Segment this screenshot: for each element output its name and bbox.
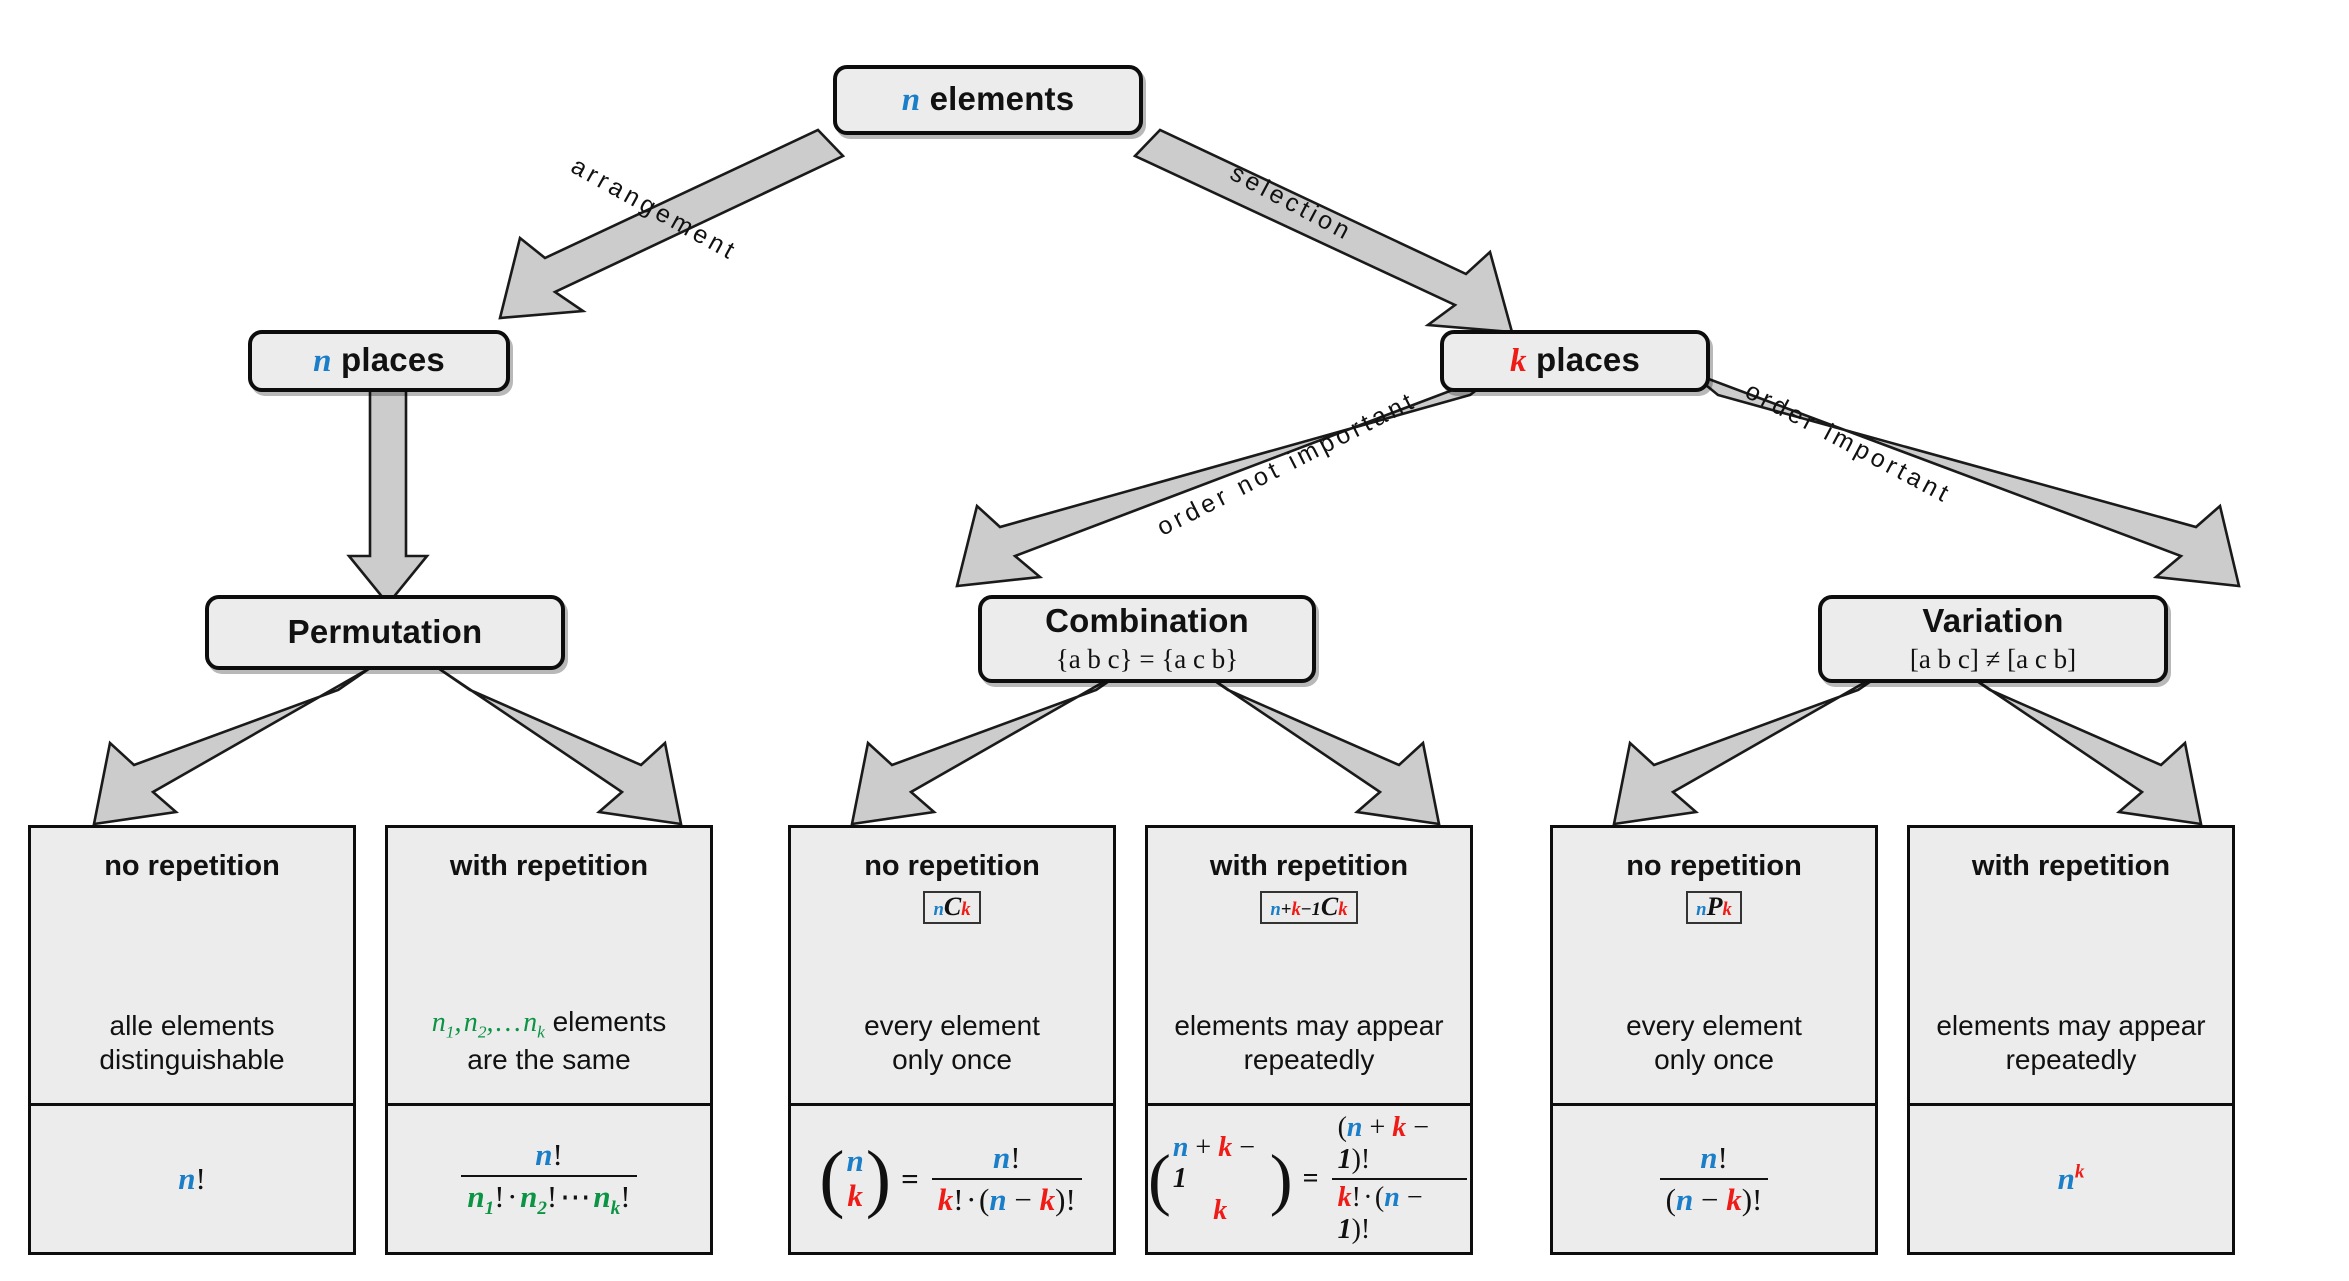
- node-variation[interactable]: Variation [a b c] ≠ [a c b]: [1818, 595, 2168, 683]
- leaf-heading: no repetition: [1626, 850, 1802, 882]
- leaf-formula: nk: [1910, 1103, 2232, 1252]
- arrow-selection: [1132, 128, 1514, 334]
- fraction-numerator: n!: [1700, 1140, 1728, 1175]
- arrow-places-to-permutation: [346, 388, 430, 607]
- leaf-description: elements may appear repeatedly: [1174, 1009, 1443, 1077]
- arrow-combination-right: [1195, 666, 1441, 826]
- leaf-desc-line2: repeatedly: [1243, 1043, 1375, 1075]
- leaf-permutation-no-repetition[interactable]: no repetition alle elements distinguisha…: [28, 825, 356, 1255]
- leaf-combination-with-repetition[interactable]: with repetition n+k−1Ck elements may app…: [1145, 825, 1473, 1255]
- fraction: n! (n − k)!: [1659, 1140, 1769, 1218]
- fraction-denominator: k! · (n − 1)!: [1331, 1178, 1467, 1246]
- arrow-permutation-right: [437, 666, 683, 826]
- leaf-description: every element only once: [1626, 1009, 1802, 1077]
- leaf-top: no repetition nPk every element only onc…: [1553, 828, 1875, 1103]
- leaf-desc-line1: elements may appear: [1174, 1009, 1444, 1041]
- leaf-formula: n!: [31, 1103, 353, 1252]
- arrow-permutation-left: [92, 666, 371, 826]
- leaf-desc-line2: only once: [1654, 1043, 1774, 1075]
- fraction: n! k! · (n − k)!: [931, 1140, 1082, 1218]
- arrow-order-important: [1689, 370, 2241, 588]
- symbol-n: n: [313, 343, 332, 380]
- arrow-variation-right: [1957, 666, 2203, 826]
- equals-sign: =: [1302, 1163, 1319, 1194]
- leaf-heading: with repetition: [449, 850, 649, 882]
- leaf-top: no repetition nCk every element only onc…: [791, 828, 1113, 1103]
- equals-sign: =: [901, 1161, 919, 1196]
- node-n-elements-label: n elements: [901, 80, 1075, 119]
- node-n-elements[interactable]: n elements: [833, 65, 1143, 135]
- leaf-desc-line2: repeatedly: [2005, 1043, 2137, 1075]
- leaf-formula: n! (n − k)!: [1553, 1103, 1875, 1252]
- arrow-arrangement: [498, 128, 846, 320]
- node-permutation-label: Permutation: [287, 613, 483, 651]
- node-n-places[interactable]: n places: [248, 330, 510, 392]
- leaf-notation-nCk: nCk: [923, 891, 981, 924]
- fraction-denominator: k! · (n − k)!: [931, 1178, 1082, 1218]
- arrow-order-not-important: [955, 370, 1501, 588]
- leaf-heading: with repetition: [1971, 850, 2171, 882]
- node-n-places-label: n places: [313, 341, 445, 380]
- leaf-notation-npkm1Ck: n+k−1Ck: [1260, 891, 1358, 924]
- fraction-denominator: (n − k)!: [1659, 1178, 1769, 1218]
- node-n-places-text: places: [331, 341, 445, 379]
- node-variation-label: Variation: [1922, 602, 2064, 640]
- node-variation-sub: [a b c] ≠ [a c b]: [1909, 643, 2077, 674]
- leaf-description: n1, n2, … nk elements are the same: [432, 1005, 666, 1077]
- leaf-desc-line2: only once: [892, 1043, 1012, 1075]
- leaf-desc-line1: n1, n2, … nk elements: [431, 1006, 667, 1042]
- fraction-numerator: n!: [992, 1140, 1021, 1175]
- leaf-desc-line1: elements may appear: [1936, 1009, 2206, 1041]
- symbol-n: n: [178, 1161, 196, 1196]
- node-permutation[interactable]: Permutation: [205, 595, 565, 670]
- leaf-desc-line1: alle elements: [109, 1009, 275, 1041]
- fraction-numerator: (n + k − 1)!: [1337, 1112, 1430, 1175]
- leaf-top: with repetition n1, n2, … nk elements ar…: [388, 828, 710, 1103]
- leaf-variation-with-repetition[interactable]: with repetition elements may appear repe…: [1907, 825, 2235, 1255]
- node-k-places-text: places: [1526, 341, 1640, 379]
- fraction-numerator: n!: [535, 1137, 563, 1173]
- node-combination-label: Combination: [1045, 602, 1249, 640]
- leaf-top: with repetition n+k−1Ck elements may app…: [1148, 828, 1470, 1103]
- leaf-combination-no-repetition[interactable]: no repetition nCk every element only onc…: [788, 825, 1116, 1255]
- fraction: n! n1! · n2! ⋯ nk!: [461, 1137, 637, 1220]
- node-n-elements-text: elements: [920, 80, 1075, 118]
- leaf-variation-no-repetition[interactable]: no repetition nPk every element only onc…: [1550, 825, 1878, 1255]
- leaf-heading: with repetition: [1209, 850, 1409, 882]
- fraction: (n + k − 1)! k! · (n − 1)!: [1331, 1112, 1467, 1246]
- leaf-desc-line2: are the same: [467, 1043, 631, 1075]
- symbol-n-subscripts: n1, n2, … nk: [431, 1007, 545, 1042]
- leaf-description: elements may appear repeatedly: [1936, 1009, 2205, 1077]
- arrow-variation-left: [1612, 666, 1891, 826]
- leaf-desc-line2: distinguishable: [99, 1043, 285, 1075]
- symbol-n: n: [2057, 1161, 2075, 1196]
- leaf-top: with repetition elements may appear repe…: [1910, 828, 2232, 1103]
- symbol-k: k: [1509, 343, 1527, 380]
- symbol-n: n: [901, 82, 921, 119]
- leaf-formula: n! n1! · n2! ⋯ nk!: [388, 1103, 710, 1252]
- leaf-heading: no repetition: [104, 850, 280, 882]
- leaf-description: alle elements distinguishable: [99, 1009, 284, 1077]
- fraction-denominator: n1! · n2! ⋯ nk!: [461, 1175, 637, 1220]
- leaf-desc-line1: every element: [1626, 1009, 1802, 1041]
- leaf-heading: no repetition: [864, 850, 1040, 882]
- leaf-permutation-with-repetition[interactable]: with repetition n1, n2, … nk elements ar…: [385, 825, 713, 1255]
- node-combination[interactable]: Combination {a b c} = {a c b}: [978, 595, 1316, 683]
- leaf-desc-line1: every element: [864, 1009, 1040, 1041]
- symbol-k-exponent: k: [2074, 1161, 2085, 1183]
- node-combination-sub: {a b c} = {a c b}: [1055, 643, 1239, 674]
- node-k-places-label: k places: [1509, 341, 1640, 380]
- leaf-description: every element only once: [864, 1009, 1040, 1077]
- leaf-notation-nPk: nPk: [1686, 891, 1742, 924]
- arrow-combination-left: [850, 666, 1129, 826]
- symbol-factorial: !: [195, 1161, 206, 1196]
- node-k-places[interactable]: k places: [1440, 330, 1710, 392]
- leaf-top: no repetition alle elements distinguisha…: [31, 828, 353, 1103]
